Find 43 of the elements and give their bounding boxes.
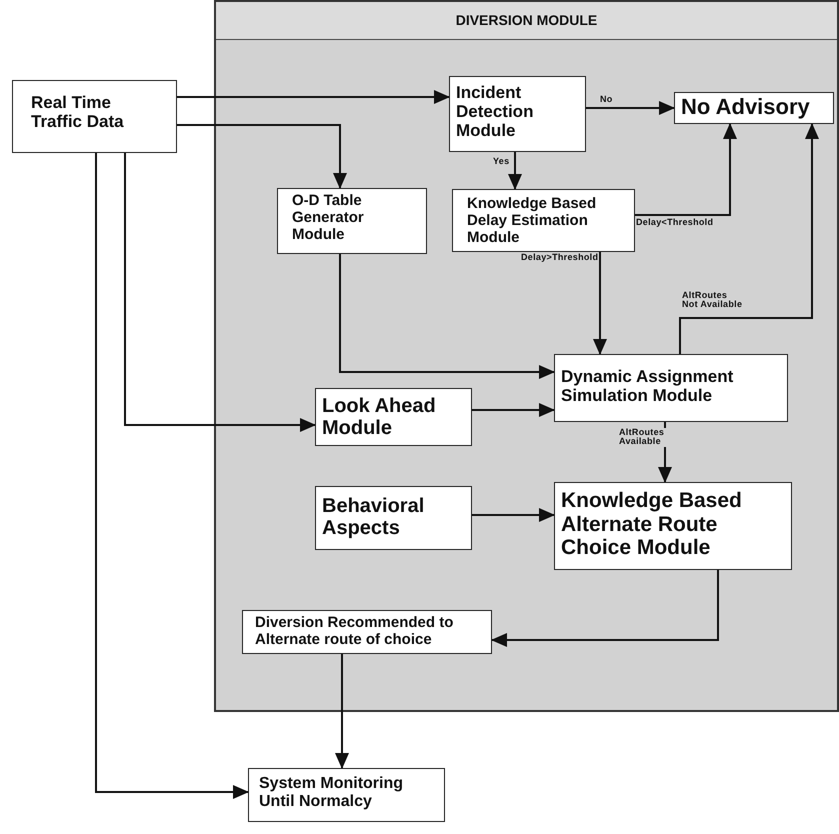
arrow [472,403,555,417]
process-box [554,482,792,570]
edge-label: Delay>Threshold [521,253,598,262]
edge-label: Yes [493,157,510,166]
arrow [679,123,819,354]
arrow [593,252,607,355]
process-box [554,354,788,422]
arrow [586,101,675,115]
process-box [452,189,635,252]
arrow [491,570,719,647]
process-box [277,188,427,254]
box-label: Dynamic Assignment Simulation Module [561,367,734,406]
process-box [315,486,472,550]
box-label: Incident Detection Module [456,83,534,140]
box-label: Behavioral Aspects [322,495,426,540]
arrow [177,124,347,189]
arrow [335,654,349,769]
edge-label: No [600,95,613,104]
panel-title: DIVERSION MODULE [454,11,598,29]
process-box [449,76,586,152]
arrow [472,508,555,522]
box-label: Look Ahead Module [322,395,437,440]
arrow [124,153,316,432]
box-label: No Advisory [681,95,811,120]
process-box [315,388,472,446]
process-box [242,610,492,654]
process-box [674,92,834,124]
edge-label: Delay<Threshold [636,218,714,228]
box-label: System Monitoring Until Normalcy [259,775,404,811]
module-panel [214,0,839,712]
arrow [508,152,522,190]
arrow [635,123,737,216]
process-box [248,768,445,822]
box-label: Knowledge Based Alternate Route Choice Module [561,489,743,560]
edge-label: AltRoutes Not Available [682,291,744,310]
arrow [95,153,249,799]
box-label: O-D Table Generator Module [292,193,365,244]
process-box [12,80,177,153]
box-label: Real Time Traffic Data [31,93,125,132]
box-label: Diversion Recommended to Alternate route of choice [255,615,454,649]
arrow [177,90,450,104]
box-label: Knowledge Based Delay Estimation Module [467,196,598,246]
arrow [339,254,555,379]
